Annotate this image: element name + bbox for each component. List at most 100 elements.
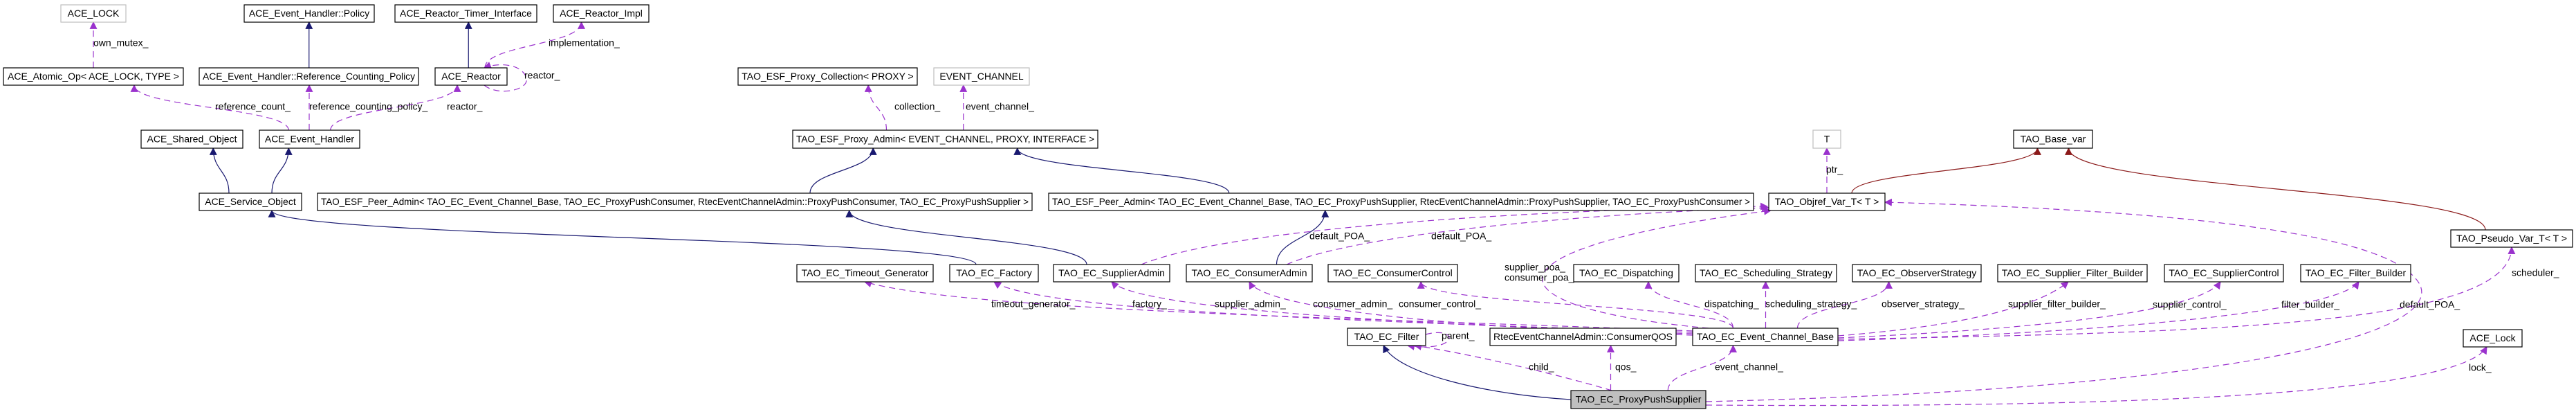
class-name: TAO_Base_var bbox=[2021, 134, 2086, 145]
class-box bbox=[394, 4, 537, 23]
edge-usage-proxy_push_supplier-to-ace_lock bbox=[1705, 346, 2487, 406]
class-node-dispatching[interactable]: TAO_EC_Dispatching bbox=[1573, 264, 1680, 283]
class-node-consumer-control[interactable]: TAO_EC_ConsumerControl bbox=[1327, 264, 1458, 283]
class-node-objref-var[interactable]: TAO_Objref_Var_T< T > bbox=[1768, 192, 1886, 211]
edge-usage-proxy_push_supplier-to-ec_filter bbox=[1413, 342, 1612, 391]
edge-label: qos_ bbox=[1615, 361, 1637, 373]
class-box bbox=[434, 67, 508, 86]
class-node-event-handler[interactable]: ACE_Event_Handler bbox=[259, 129, 360, 149]
edge-usage-ec_base-to-consumer_control bbox=[1417, 280, 1734, 329]
edge-template-objref_var-to-base_var bbox=[1851, 147, 2041, 194]
edge-label: scheduling_strategy_ bbox=[1765, 298, 1857, 310]
edge-usage-event_handler-to-atomic_op bbox=[130, 84, 289, 131]
class-box bbox=[1692, 328, 1839, 346]
class-node-filter-builder[interactable]: TAO_EC_Filter_Builder bbox=[2300, 264, 2411, 283]
class-name: ACE_Event_Handler::Policy bbox=[249, 8, 369, 19]
edge-usage-proxy_push_supplier-to-ec_base bbox=[1667, 344, 1737, 391]
class-node-ace-reactor[interactable]: ACE_Reactor bbox=[434, 67, 508, 86]
class-node-factory[interactable]: TAO_EC_Factory bbox=[949, 264, 1039, 283]
class-box bbox=[1489, 328, 1677, 346]
class-node-supplier-admin[interactable]: TAO_EC_SupplierAdmin bbox=[1053, 264, 1170, 283]
class-node-ace-lock[interactable]: ACE_Lock bbox=[2463, 329, 2523, 348]
class-box bbox=[1347, 328, 1426, 346]
edge-inheritance-consumer_admin-to-peer_admin_supplier bbox=[1276, 209, 1330, 265]
class-name: ACE_Event_Handler bbox=[265, 134, 355, 145]
class-node-consumer-admin[interactable]: TAO_EC_ConsumerAdmin bbox=[1186, 264, 1313, 283]
class-box bbox=[1186, 264, 1313, 283]
class-name: ACE_Shared_Object bbox=[147, 134, 237, 145]
class-box bbox=[553, 4, 650, 23]
edge-label: reference_counting_policy_ bbox=[309, 101, 427, 112]
edge-usage-proxy_push_supplier-to-objref_var bbox=[1705, 198, 2422, 402]
class-node-scheduling[interactable]: TAO_EC_Scheduling_Strategy bbox=[1695, 264, 1837, 283]
class-node-shared-object[interactable]: ACE_Shared_Object bbox=[140, 129, 243, 149]
class-box bbox=[2450, 229, 2573, 248]
edge-label: consumer_poa_ bbox=[1505, 272, 1574, 283]
class-node-ec-filter[interactable]: TAO_EC_Filter bbox=[1347, 328, 1426, 346]
class-name: TAO_EC_SupplierAdmin bbox=[1058, 267, 1165, 278]
edge-label: supplier_poa_ bbox=[1505, 262, 1565, 273]
class-name: ACE_Atomic_Op< ACE_LOCK, TYPE > bbox=[8, 71, 179, 82]
edge-usage-ec_base-to-observer bbox=[1796, 280, 1893, 329]
class-node-timeout-gen[interactable]: TAO_EC_Timeout_Generator bbox=[796, 264, 934, 283]
class-node-reactor-impl[interactable]: ACE_Reactor_Impl bbox=[553, 4, 650, 23]
class-node-ref-policy[interactable]: ACE_Event_Handler::Reference_Counting_Po… bbox=[199, 67, 419, 86]
class-name: TAO_EC_ConsumerControl bbox=[1333, 267, 1452, 278]
edge-label: filter_builder_ bbox=[2281, 299, 2339, 310]
edge-label: event_channel_ bbox=[1715, 361, 1783, 373]
class-node-peer-admin-supplier[interactable]: TAO_ESF_Peer_Admin< TAO_EC_Event_Channel… bbox=[1048, 192, 1754, 211]
edge-label: default_POA_ bbox=[1431, 231, 1491, 242]
class-node-eh-policy[interactable]: ACE_Event_Handler::Policy bbox=[243, 4, 375, 23]
class-node-atomic-op[interactable]: ACE_Atomic_Op< ACE_LOCK, TYPE > bbox=[3, 67, 184, 86]
class-box bbox=[243, 4, 375, 23]
class-name: TAO_ESF_Peer_Admin< TAO_EC_Event_Channel… bbox=[321, 196, 1029, 207]
class-node-proxy-collection[interactable]: TAO_ESF_Proxy_Collection< PROXY > bbox=[737, 67, 918, 86]
class-box bbox=[1573, 264, 1680, 283]
class-box bbox=[140, 129, 243, 149]
class-box bbox=[1997, 264, 2148, 283]
class-node-reactor-timer[interactable]: ACE_Reactor_Timer_Interface bbox=[394, 4, 537, 23]
class-box bbox=[60, 4, 127, 23]
edge-inheritance-peer_admin_consumer-to-proxy_admin bbox=[809, 147, 877, 194]
class-box bbox=[1048, 192, 1754, 211]
class-node-pseudo-var[interactable]: TAO_Pseudo_Var_T< T > bbox=[2450, 229, 2573, 248]
class-name: RtecEventChannelAdmin::ConsumerQOS bbox=[1493, 331, 1673, 342]
edge-label: scheduler_ bbox=[2512, 267, 2559, 278]
edge-label: child_ bbox=[1529, 361, 1554, 373]
class-name: TAO_EC_ObserverStrategy bbox=[1857, 267, 1976, 278]
class-name: T bbox=[1824, 134, 1830, 145]
class-node-observer[interactable]: TAO_EC_ObserverStrategy bbox=[1852, 264, 1982, 283]
edge-usage-ec_base-to-supplier_control bbox=[1837, 281, 2221, 339]
class-name: TAO_Pseudo_Var_T< T > bbox=[2456, 233, 2567, 244]
class-node-proxy-push-supplier[interactable]: TAO_EC_ProxyPushSupplier bbox=[1570, 390, 1706, 409]
class-name: ACE_Event_Handler::Reference_Counting_Po… bbox=[203, 71, 415, 82]
edge-label: lock_ bbox=[2469, 362, 2492, 373]
class-box bbox=[796, 264, 934, 283]
class-node-supplier-filter-builder[interactable]: TAO_EC_Supplier_Filter_Builder bbox=[1997, 264, 2148, 283]
edge-inheritance-peer_admin_supplier-to-proxy_admin bbox=[1013, 147, 1230, 194]
class-node-supplier-control[interactable]: TAO_EC_SupplierControl bbox=[2164, 264, 2284, 283]
class-box bbox=[1695, 264, 1837, 283]
class-node-ace-lock-tpl[interactable]: ACE_LOCK bbox=[60, 4, 127, 23]
class-node-event-channel-tpl[interactable]: EVENT_CHANNEL bbox=[933, 67, 1030, 86]
class-node-t-tpl[interactable]: T bbox=[1812, 129, 1841, 149]
edge-label: reactor_ bbox=[524, 70, 560, 81]
class-name: ACE_Reactor_Impl bbox=[560, 8, 643, 19]
edge-inheritance-service_object-to-shared_object bbox=[209, 147, 230, 194]
class-box bbox=[1327, 264, 1458, 283]
class-node-consumer-qos[interactable]: RtecEventChannelAdmin::ConsumerQOS bbox=[1489, 328, 1677, 346]
edge-usage-ec_base-to-timeout_gen bbox=[863, 280, 1693, 332]
class-node-peer-admin-consumer[interactable]: TAO_ESF_Peer_Admin< TAO_EC_Event_Channel… bbox=[317, 192, 1033, 211]
edge-usage-ec_base-to-pseudo_var bbox=[1837, 246, 2516, 340]
class-node-base-var[interactable]: TAO_Base_var bbox=[2013, 129, 2093, 149]
class-node-proxy-admin[interactable]: TAO_ESF_Proxy_Admin< EVENT_CHANNEL, PROX… bbox=[792, 129, 1098, 149]
class-node-service-object[interactable]: ACE_Service_Object bbox=[199, 192, 302, 211]
edge-inheritance-factory-to-service_object bbox=[268, 209, 977, 265]
edge-label: event_channel_ bbox=[966, 101, 1034, 112]
edge-usage-ace_reactor-to-ace_reactor bbox=[483, 62, 527, 92]
class-node-ec-base[interactable]: TAO_EC_Event_Channel_Base bbox=[1692, 328, 1839, 346]
class-name: TAO_EC_Filter_Builder bbox=[2306, 267, 2407, 278]
class-name: TAO_ESF_Proxy_Collection< PROXY > bbox=[742, 71, 913, 82]
